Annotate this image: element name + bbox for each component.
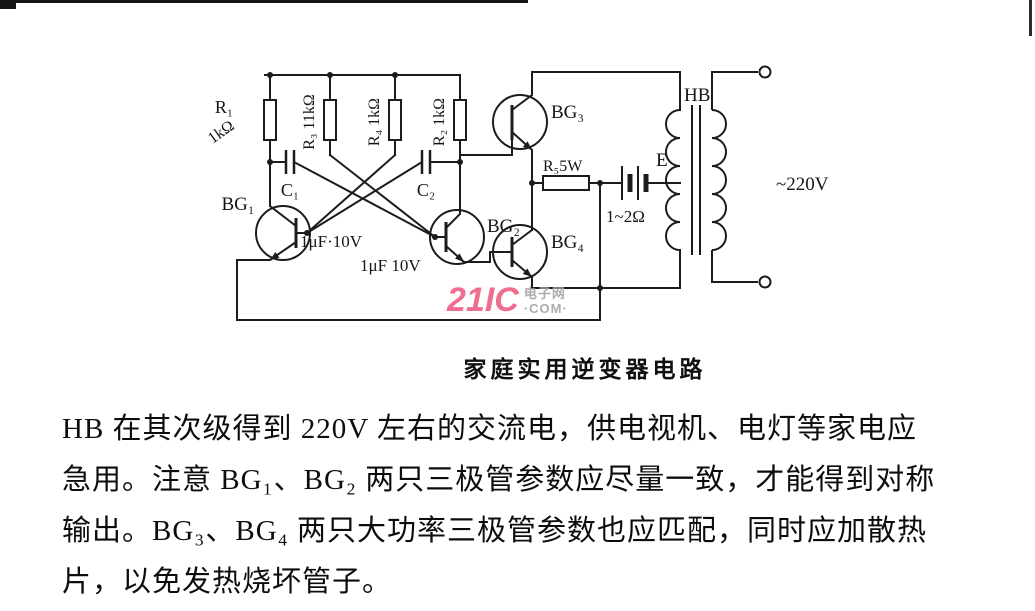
resistor-r1-body [263, 99, 277, 141]
watermark-suffix: ·COM· [523, 301, 568, 316]
label-r3: R₃ 11kΩ [301, 94, 318, 150]
schematic-labels: R₁ 1kΩ R₃ 11kΩ R₄ 1kΩ R₂ 1kΩ C₁ C₂ 1μF·1… [205, 85, 829, 275]
label-c2-name: C₂ [417, 180, 435, 200]
output-terminal-bottom [758, 275, 772, 289]
inverter-circuit-schematic: R₁ 1kΩ R₃ 11kΩ R₄ 1kΩ R₂ 1kΩ C₁ C₂ 1μF·1… [205, 65, 829, 321]
label-c1-name: C₁ [281, 180, 299, 200]
scan-artifact-right-line [1029, 0, 1032, 36]
schematic-svg: R₁ 1kΩ R₃ 11kΩ R₄ 1kΩ R₂ 1kΩ C₁ C₂ 1μF·1… [205, 65, 829, 321]
battery-symbol [621, 166, 649, 200]
transformer-hb-symbol [665, 71, 758, 283]
watermark-21ic: 21IC 电子网 ·COM· [447, 283, 568, 317]
paragraph-line: 片，以免发热烧坏管子。 [62, 566, 393, 598]
description-paragraph: HB 在其次级得到 220V 左右的交流电，供电视机、电灯等家电应 急用。注意 … [62, 404, 1027, 608]
watermark-side-text: 电子网 ·COM· [524, 286, 568, 316]
resistor-r3-body [323, 99, 337, 141]
label-r1-value: 1kΩ [205, 117, 238, 147]
capacitor-c2-symbol [420, 150, 432, 174]
watermark-brand: 21IC [447, 281, 519, 319]
label-bg1: BG₁ [221, 194, 254, 215]
resistor-r5-body [542, 175, 590, 191]
label-r5-value: 1~2Ω [606, 207, 645, 226]
scan-artifact-top-line [0, 0, 528, 3]
output-terminal-top [758, 65, 772, 79]
paragraph-line: HB 在其次级得到 220V 左右的交流电，供电视机、电灯等家电应 [62, 413, 917, 445]
label-battery-e: E [656, 150, 668, 171]
transistor-bg2-symbol [429, 162, 512, 265]
label-bg4: BG₄ [551, 232, 584, 253]
label-transformer-hb: HB [684, 85, 710, 106]
watermark-site: 电子网 [523, 286, 566, 301]
label-bg3: BG₃ [551, 102, 584, 123]
paragraph-line: 急用。注意 BG₁、BG₂ 两只三极管参数应尽量一致，才能得到对称 [62, 464, 936, 496]
figure-caption: 家庭实用逆变器电路 [463, 357, 707, 382]
transistor-bg3-symbol [492, 72, 548, 151]
resistor-bodies [263, 99, 590, 191]
scan-artifact-corner [0, 0, 16, 9]
bg4-emitter-arrow [522, 268, 532, 277]
resistor-r2-body [453, 99, 467, 141]
label-r4: R₄ 1kΩ [366, 98, 383, 146]
junction-dots [267, 72, 603, 291]
bg2-emitter-arrow [455, 253, 464, 262]
secondary-winding [711, 109, 727, 251]
output-terminals [758, 65, 772, 289]
transistor-bg4-symbol [492, 224, 548, 280]
paragraph-line: 输出。BG₃、BG₄ 两只大功率三极管参数也应匹配，同时应加散热 [62, 515, 928, 547]
label-r5-name: R₅5W [543, 158, 583, 175]
label-c2-value: 1μF 10V [360, 256, 421, 275]
label-r2: R₂ 1kΩ [431, 98, 448, 146]
label-r1-name: R₁ [215, 97, 233, 117]
capacitor-c1-symbol [284, 150, 296, 174]
label-bg2: BG₂ [487, 216, 520, 237]
primary-winding [665, 109, 681, 251]
label-c1-value: 1μF·10V [300, 232, 363, 251]
resistor-r4-body [388, 99, 402, 141]
label-output-voltage: ~220V [776, 174, 829, 195]
